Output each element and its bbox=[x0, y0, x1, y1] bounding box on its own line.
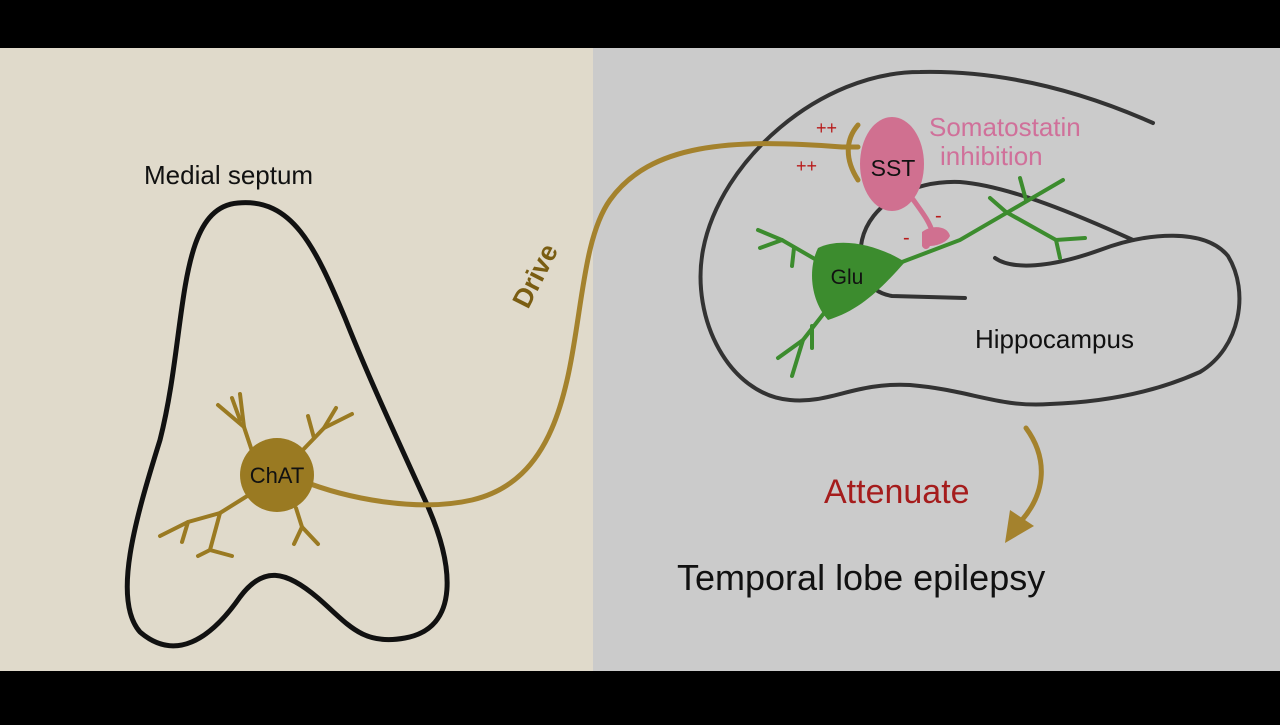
chat-neuron bbox=[240, 438, 314, 512]
attenuate-arrow-head bbox=[1005, 510, 1034, 543]
hippocampus-label: Hippocampus bbox=[975, 324, 1134, 354]
chat-label: ChAT bbox=[250, 463, 305, 488]
epilepsy-label: Temporal lobe epilepsy bbox=[677, 557, 1045, 598]
cholinergic-axon bbox=[297, 141, 845, 508]
attenuate-label: Attenuate bbox=[824, 473, 970, 511]
glu-label: Glu bbox=[831, 266, 864, 289]
attenuate-arrow-shaft bbox=[1019, 425, 1044, 523]
sst-label: SST bbox=[871, 155, 916, 181]
plus-sign-top: ++ bbox=[816, 118, 837, 138]
hippocampus-outline bbox=[698, 69, 1242, 407]
medial-septum-label: Medial septum bbox=[144, 160, 313, 190]
somatostatin-label-line2: inhibition bbox=[940, 141, 1043, 171]
minus-sign-2: - bbox=[903, 227, 910, 249]
left-panel bbox=[0, 48, 593, 671]
sst-terminal bbox=[922, 227, 950, 249]
right-panel bbox=[593, 48, 1280, 671]
medial-septum-outline bbox=[124, 200, 450, 649]
top-letterbox bbox=[0, 0, 1280, 48]
chat-dendrites bbox=[158, 392, 354, 558]
bottom-letterbox bbox=[0, 671, 1280, 720]
plus-sign-bottom: ++ bbox=[796, 156, 817, 176]
axon-terminal bbox=[839, 122, 861, 183]
glu-neuron bbox=[812, 242, 905, 320]
glu-dendrites bbox=[756, 176, 1087, 378]
somatostatin-label-line1: Somatostatin bbox=[929, 112, 1081, 142]
sst-neuron bbox=[860, 117, 924, 211]
minus-sign-1: - bbox=[935, 205, 942, 227]
